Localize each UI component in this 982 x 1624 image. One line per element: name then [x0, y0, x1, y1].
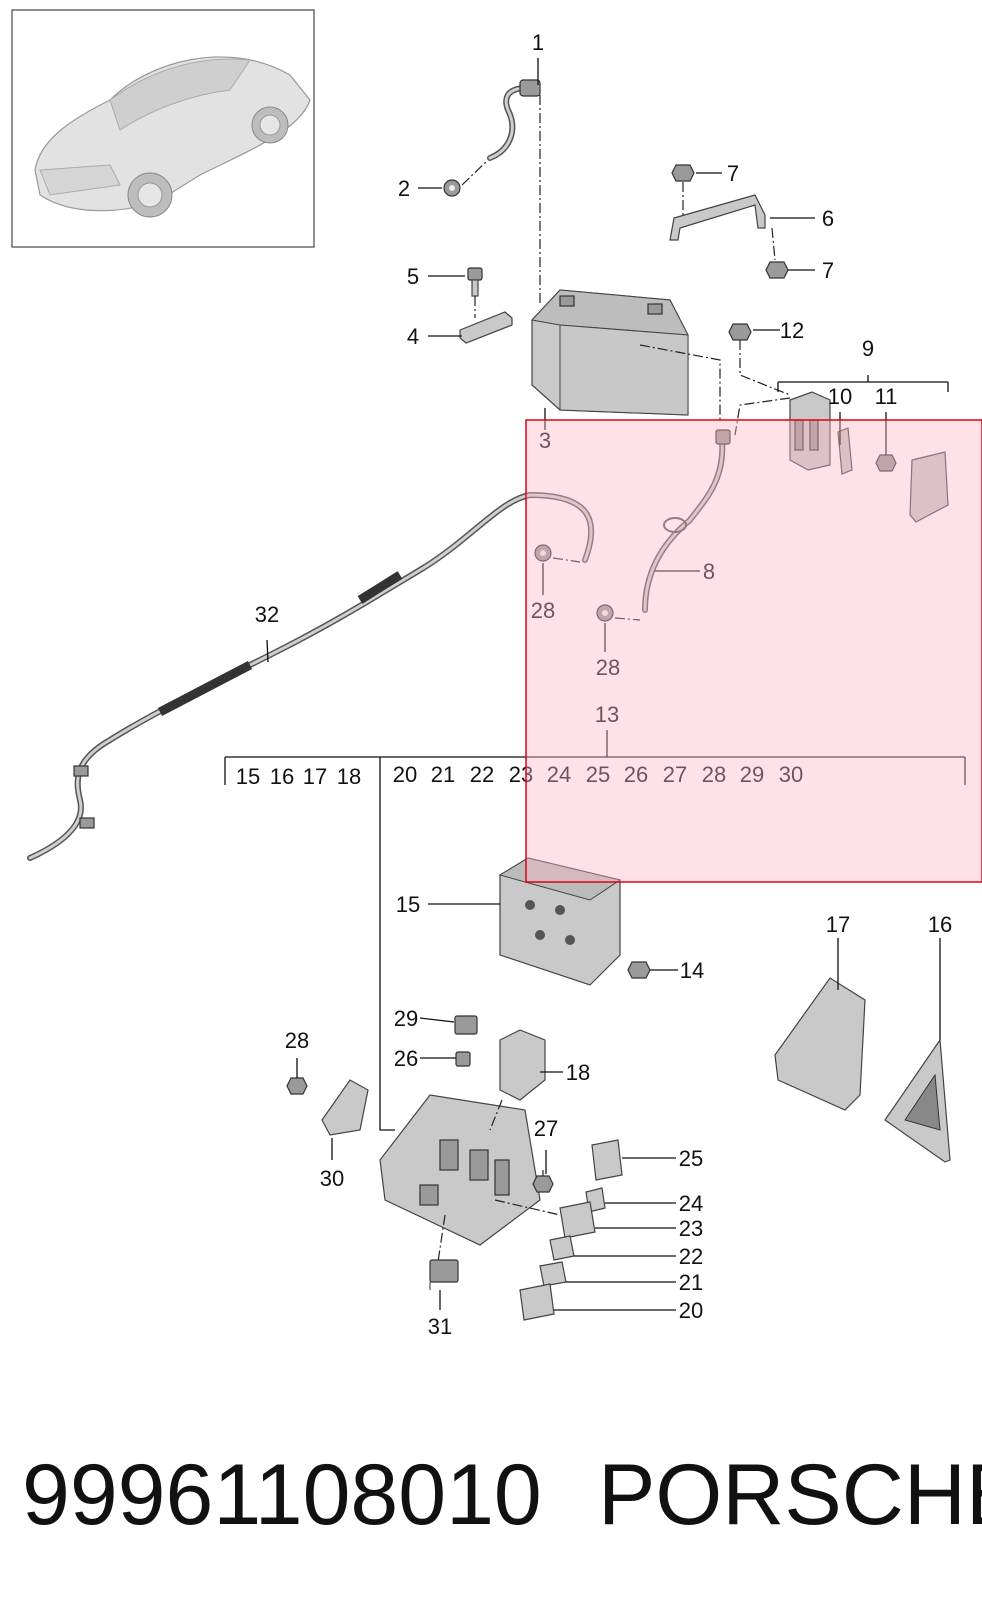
group-label-30: 30: [779, 762, 803, 787]
part-10-clip: [837, 427, 853, 475]
group-label-18: 18: [337, 764, 361, 789]
part-28-nut-a: [534, 544, 552, 562]
part-7-nut-bottom: [765, 261, 789, 279]
part-number: 99961108010: [22, 1447, 542, 1543]
fuse-21: [539, 1261, 567, 1287]
group-label-16: 16: [270, 764, 294, 789]
highlight-region: [525, 419, 982, 883]
callout-29: 29: [394, 1006, 418, 1031]
group-label-21: 21: [431, 762, 455, 787]
part-16-cover: [884, 1038, 951, 1163]
part-17-cover: [774, 977, 866, 1111]
part-28-nut-c: [286, 1077, 308, 1095]
part-28-nut-b: [596, 604, 614, 622]
callout-25: 25: [679, 1146, 703, 1171]
group-13-bracket: [224, 730, 966, 1131]
leader-lines: [266, 58, 941, 1311]
callout-10: 10: [828, 384, 852, 409]
callout-3: 3: [539, 428, 551, 453]
callout-22: 22: [679, 1244, 703, 1269]
part-27-nut: [532, 1175, 554, 1193]
group-label-29: 29: [740, 762, 764, 787]
part-6-bracket: [669, 194, 766, 241]
brand-name: PORSCHE: [598, 1447, 982, 1543]
callout-21: 21: [679, 1270, 703, 1295]
part-4-clamp: [459, 311, 513, 344]
car-thumbnail: [11, 9, 315, 248]
part-1-battery-cable: [487, 79, 541, 161]
part-29-relay: [454, 1015, 478, 1035]
group-label-24: 24: [547, 762, 571, 787]
callout-28-b: 28: [596, 655, 620, 680]
callout-labels: 1 2 7 6 7 5 4 12 9 10 11 3 8 28 28 32 13…: [255, 30, 952, 1339]
part-18-relay-carrier: [499, 1029, 546, 1101]
part-11-nut: [875, 454, 897, 472]
part-9-terminal-assembly: [789, 391, 831, 471]
group-label-26: 26: [624, 762, 648, 787]
callout-27: 27: [534, 1116, 558, 1141]
callout-14: 14: [680, 958, 704, 983]
callout-20: 20: [679, 1298, 703, 1323]
group-label-20: 20: [393, 762, 417, 787]
fuse-22: [549, 1235, 575, 1261]
part-31-relay: [429, 1259, 459, 1290]
group-label-25: 25: [586, 762, 610, 787]
callout-4: 4: [407, 324, 419, 349]
callout-32: 32: [255, 602, 279, 627]
callout-1: 1: [532, 30, 544, 55]
callout-18: 18: [566, 1060, 590, 1085]
fuse-25: [591, 1139, 623, 1181]
callout-11: 11: [875, 384, 898, 409]
callout-28-a: 28: [531, 598, 555, 623]
callout-9: 9: [862, 336, 874, 361]
group-label-17: 17: [303, 764, 327, 789]
part-9-cover: [909, 451, 949, 523]
callout-23: 23: [679, 1216, 703, 1241]
callout-6: 6: [822, 206, 834, 231]
part-5-bolt: [467, 267, 483, 297]
callout-2: 2: [398, 176, 410, 201]
group-9-bracket: [777, 375, 949, 392]
part-32-long-cable: [27, 491, 595, 861]
part-12-nut: [728, 323, 752, 341]
callout-15: 15: [396, 892, 420, 917]
part-30-holder: [321, 1079, 369, 1136]
callout-30: 30: [320, 1166, 344, 1191]
callout-7-bottom: 7: [822, 258, 834, 283]
callout-16: 16: [928, 912, 952, 937]
group-label-28: 28: [702, 762, 726, 787]
group-label-27: 27: [663, 762, 687, 787]
part-15-fuse-box: [498, 857, 622, 986]
group-label-22: 22: [470, 762, 494, 787]
fuse-20: [519, 1283, 555, 1321]
callout-5: 5: [407, 264, 419, 289]
callout-28-c: 28: [285, 1028, 309, 1053]
group-label-15: 15: [236, 764, 260, 789]
group-label-23: 23: [509, 762, 533, 787]
callout-17: 17: [826, 912, 850, 937]
part-2-nut: [443, 179, 461, 197]
callout-8: 8: [703, 559, 715, 584]
part-14-nut: [627, 961, 651, 979]
callout-12: 12: [780, 318, 804, 343]
central-electrics-box: [379, 1094, 541, 1246]
callout-24: 24: [679, 1191, 703, 1216]
group-13-labels: 15 16 17 18 20 21 22 23 24 25 26 27 28 2…: [236, 762, 803, 789]
part-26-relay: [455, 1051, 471, 1067]
callout-31: 31: [428, 1314, 452, 1339]
callout-13: 13: [595, 702, 619, 727]
callout-7-top: 7: [727, 161, 739, 186]
part-7-nut-top: [671, 164, 695, 182]
fuse-23: [559, 1201, 596, 1239]
part-8-cable: [642, 429, 731, 613]
part-3-battery: [531, 289, 689, 416]
callout-26: 26: [394, 1046, 418, 1071]
